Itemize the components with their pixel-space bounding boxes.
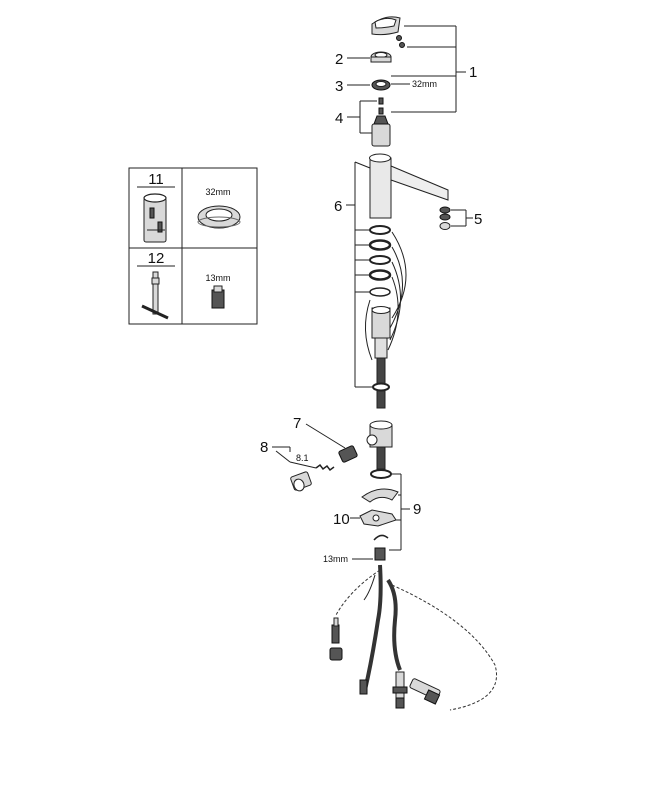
- dim-13mm: 13mm: [323, 554, 348, 564]
- hose-connector-center: [359, 679, 368, 695]
- hex-key-icon: [141, 271, 169, 320]
- pull-out-hose-upper: [372, 357, 390, 409]
- spray-hose-loop: [335, 569, 497, 711]
- cartridge-wrench-icon: [143, 193, 167, 243]
- hose-connector-left: [329, 617, 343, 661]
- mounting-seal: [370, 469, 392, 479]
- tool-12-size: 13mm: [205, 273, 230, 283]
- stud-nut: [373, 534, 389, 561]
- o-rings: [368, 225, 392, 297]
- hose-lower-segment: [376, 446, 386, 470]
- callout-1: 1: [469, 64, 477, 81]
- cartridge-nut: [371, 79, 391, 91]
- tool-11-size: 32mm: [205, 187, 230, 197]
- aerator-parts: [439, 206, 451, 230]
- callout-7: 7: [293, 415, 301, 432]
- spring-part: [315, 463, 335, 472]
- tool-table: 11 12 32mm 13mm: [128, 167, 258, 325]
- seal-ring-32mm-icon: [197, 205, 241, 229]
- fixing-plate-10: [359, 509, 397, 527]
- tee-connector: [392, 671, 408, 709]
- hose-guide-block: [366, 420, 393, 448]
- faucet-body: [369, 153, 449, 219]
- nut-13mm-icon: [211, 285, 225, 309]
- callout-3: 3: [335, 78, 343, 95]
- handle-lever: [371, 16, 405, 48]
- callout-5: 5: [474, 211, 482, 228]
- callout-2: 2: [335, 51, 343, 68]
- small-screws: [378, 97, 384, 115]
- end-cap-8: [290, 471, 312, 492]
- diverter-part-7: [338, 445, 358, 463]
- callout-6: 6: [334, 198, 342, 215]
- cap-ring: [370, 51, 392, 63]
- callout-8-1: 8.1: [296, 453, 309, 463]
- bracket-1: [391, 25, 466, 113]
- supply-hoses: [363, 564, 402, 691]
- assembly-arrows: [365, 231, 407, 361]
- tool-12-label: 12: [148, 250, 165, 267]
- cartridge: [371, 115, 391, 147]
- callout-4: 4: [335, 110, 343, 127]
- spray-coupling: [409, 678, 441, 705]
- base-shank: [371, 306, 391, 359]
- horseshoe-washer: [361, 488, 399, 503]
- callout-10: 10: [333, 511, 350, 528]
- callout-9: 9: [413, 501, 421, 518]
- bracket-9: [389, 473, 410, 551]
- callout-8: 8: [260, 439, 268, 456]
- dim-32mm: 32mm: [412, 79, 437, 89]
- bracket-6: [346, 162, 372, 388]
- tool-11-label: 11: [148, 171, 164, 188]
